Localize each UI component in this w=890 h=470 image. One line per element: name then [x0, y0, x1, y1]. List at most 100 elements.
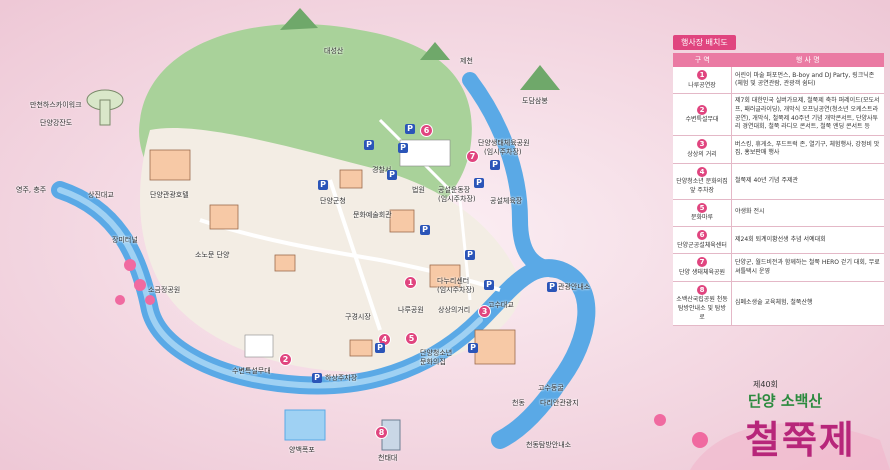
label-gosu-cave: 고수동굴	[538, 384, 564, 392]
label-jangmi-tunnel: 장미터널	[112, 236, 138, 244]
parking-icon: P	[420, 225, 430, 235]
parking-icon: P	[474, 178, 484, 188]
label-danuri-parking: (임시주차장)	[437, 286, 475, 294]
label-danyang-gangjando: 단양강잔도	[40, 119, 73, 127]
label-tourist-info: 관광안내소	[558, 283, 591, 291]
label-youth-center2: 문화의집	[420, 358, 446, 366]
parking-icon: P	[398, 143, 408, 153]
event-description: 야생화 전시	[731, 199, 884, 227]
label-manchen-skywalk: 만천하스카이워크	[30, 101, 82, 109]
label-danyang-county-office: 단양군청	[320, 197, 346, 205]
label-gymnasium: 공설체육장	[490, 197, 523, 205]
parking-icon: P	[547, 282, 557, 292]
label-cheontae: 천태대	[378, 454, 398, 462]
parking-icon: P	[484, 280, 494, 290]
event-description: 단양군, 월드비전과 함께하는 철쭉 HERO 걷기 대회, 무료 셔틀택시 운…	[731, 253, 884, 282]
label-gugyeong-market: 구경시장	[345, 313, 371, 321]
label-sangjin-bridge: 상진대교	[88, 191, 114, 199]
zone-name: 단양청소년 문화의집 앞 주차장	[676, 178, 728, 194]
parking-icon: P	[312, 373, 322, 383]
event-pin-3[interactable]: 3	[478, 305, 491, 318]
label-ecology-gym-parking: (임시주차장)	[484, 148, 522, 156]
event-pin-6[interactable]: 6	[420, 124, 433, 137]
zone-number: 7	[697, 257, 707, 268]
festival-title: 철쭉제	[745, 417, 856, 462]
zone-number: 5	[697, 202, 707, 213]
label-yangbang-falls: 양백폭포	[289, 446, 315, 454]
label-gosu-bridge: 고수대교	[488, 301, 514, 309]
parking-icon: P	[387, 170, 397, 180]
event-description: 심폐소생술 교육체험, 철쭉산행	[731, 281, 884, 327]
zone-name: 나루공연장	[688, 81, 716, 89]
label-suyeon-stage: 수변특설무대	[232, 367, 271, 375]
zone-name: 문화마루	[690, 214, 714, 222]
parking-icon: P	[405, 124, 415, 134]
label-police-station: 경찰서	[372, 166, 392, 174]
event-description: 버스킹, 휴게소, 푸드트럭 존, 열기구, 체험행사, 강정비 맛집, 홍보판…	[731, 135, 884, 164]
event-description: 어린이 마술 퍼포먼스, B-boy and DJ Party, 링크닉존(체험…	[731, 67, 884, 95]
zone-name: 단양 생태체육공원	[678, 269, 726, 276]
parking-icon: P	[490, 160, 500, 170]
label-cheondong: 천동	[512, 399, 525, 407]
zone-name: 소백산국립공원 천동탐방안내소 및 탐방로	[676, 296, 728, 321]
label-sangsang-street: 상상의거리	[438, 306, 471, 314]
parking-icon: P	[465, 250, 475, 260]
label-jeche: 제천	[460, 57, 473, 65]
festival-edition: 제40회	[753, 380, 778, 389]
panel-title: 행사장 배치도	[673, 35, 736, 50]
zone-name: 단양군공설체육센터	[677, 241, 727, 249]
parking-icon: P	[375, 343, 385, 353]
zone-number: 2	[697, 104, 707, 115]
event-pin-8[interactable]: 8	[375, 426, 388, 439]
column-header-zone: 구 역	[673, 53, 732, 67]
event-description: 제24회 퇴계이황선생 추념 서예대회	[731, 226, 884, 255]
parking-icon: P	[364, 140, 374, 150]
label-yeongju-chungju: 영주, 충주	[16, 186, 47, 194]
event-pin-5[interactable]: 5	[405, 332, 418, 345]
zone-number: 3	[697, 139, 707, 150]
label-youth-center: 단양청소년	[420, 349, 453, 357]
event-pin-1[interactable]: 1	[404, 276, 417, 289]
column-header-event: 행 사 명	[731, 53, 884, 67]
event-pin-4[interactable]: 4	[378, 333, 391, 346]
label-danyang-tourist-hotel: 단양관광호텔	[150, 191, 189, 199]
zone-number: 1	[697, 70, 707, 80]
label-sobaeksan-hotel: 소노문 단양	[195, 251, 230, 259]
zone-number: 4	[697, 166, 707, 177]
event-description: 제7회 대한민국 실버가요제, 철쭉제 축하 퍼레이드(모도서프, 패러글라이딩…	[731, 93, 884, 137]
label-naru-park: 나루공원	[398, 306, 424, 314]
label-dari-tourism: 다리안관광지	[540, 399, 579, 407]
label-danuri-center: 다누리센터	[437, 277, 470, 285]
label-daeseongsan: 대성산	[324, 47, 344, 55]
parking-icon: P	[318, 180, 328, 190]
zone-number: 8	[697, 284, 707, 295]
parking-icon: P	[468, 343, 478, 353]
zone-name: 수변특설무대	[685, 116, 719, 124]
label-gongseol-parking: (임시주차장)	[438, 195, 476, 203]
label-culture-center: 문화예술회관	[353, 211, 392, 219]
event-pin-2[interactable]: 2	[279, 353, 292, 366]
zone-number: 6	[697, 229, 707, 240]
label-gongseol-stadium: 공설운동장	[438, 186, 471, 194]
label-ecology-gym: 단양생태체육공원	[478, 139, 530, 147]
festival-subtitle: 단양 소백산	[748, 392, 823, 410]
zone-name: 상상의 거리	[687, 150, 717, 158]
label-cheondong-info: 천동탐방안내소	[526, 441, 572, 449]
label-hasang-parking: 하상주차장	[325, 374, 358, 382]
label-court: 법원	[412, 186, 425, 194]
event-pin-7[interactable]: 7	[466, 150, 479, 163]
label-dodamsambong: 도담삼봉	[522, 97, 548, 105]
event-description: 철쭉제 40년 기념 주제관	[731, 163, 884, 200]
label-sogeum-park: 소금정공원	[148, 286, 181, 294]
